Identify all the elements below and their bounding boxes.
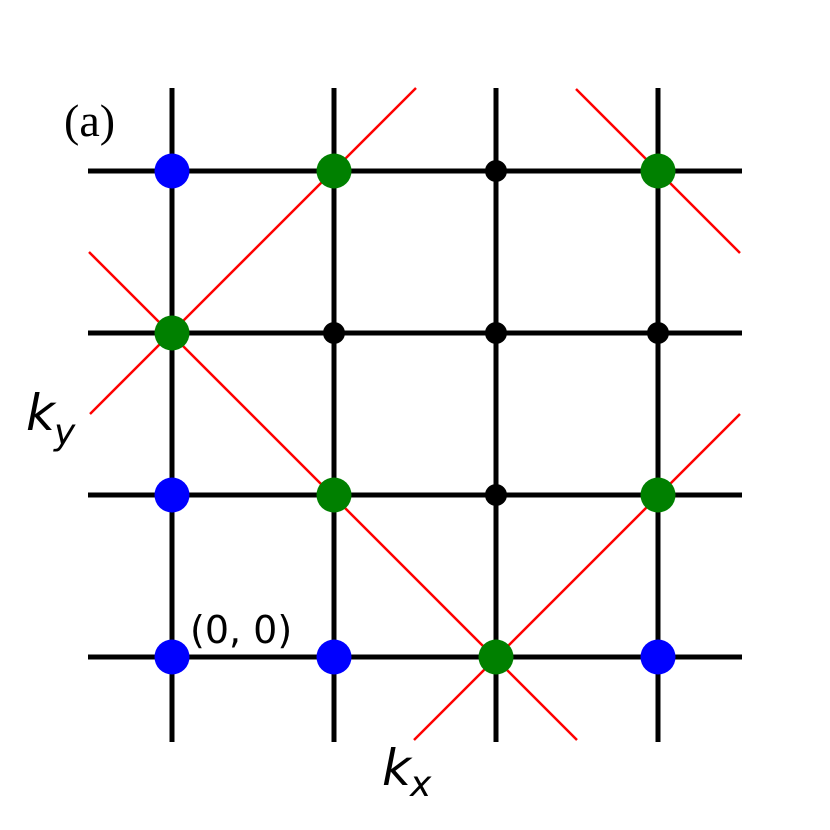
blue-lattice-point <box>154 639 190 675</box>
green-lattice-point <box>154 315 190 351</box>
panel-label: (a) <box>64 95 115 146</box>
red-diagonal-line <box>413 413 741 741</box>
black-lattice-point <box>485 160 507 182</box>
black-lattice-point <box>485 322 507 344</box>
green-lattice-point <box>316 153 352 189</box>
kx-axis-label: k x <box>382 739 432 805</box>
ky-axis-label: k y <box>26 384 76 453</box>
green-lattice-point <box>316 477 352 513</box>
red-diagonal-line <box>89 87 417 415</box>
ky-subscript: y <box>53 412 76 453</box>
ky-base: k <box>26 384 57 442</box>
kx-subscript: x <box>409 764 432 805</box>
grid-lines <box>88 88 742 742</box>
green-lattice-point <box>478 639 514 675</box>
blue-lattice-point <box>316 639 352 675</box>
black-lattice-point <box>647 322 669 344</box>
blue-lattice-point <box>640 639 676 675</box>
black-lattice-point <box>323 322 345 344</box>
origin-label: (0, 0) <box>190 608 292 652</box>
blue-lattice-point <box>154 477 190 513</box>
green-lattice-point <box>640 153 676 189</box>
blue-lattice-point <box>154 153 190 189</box>
lattice-points <box>154 153 676 675</box>
red-diagonal-lines <box>88 87 741 741</box>
green-lattice-point <box>640 477 676 513</box>
kx-base: k <box>382 739 413 797</box>
black-lattice-point <box>485 484 507 506</box>
